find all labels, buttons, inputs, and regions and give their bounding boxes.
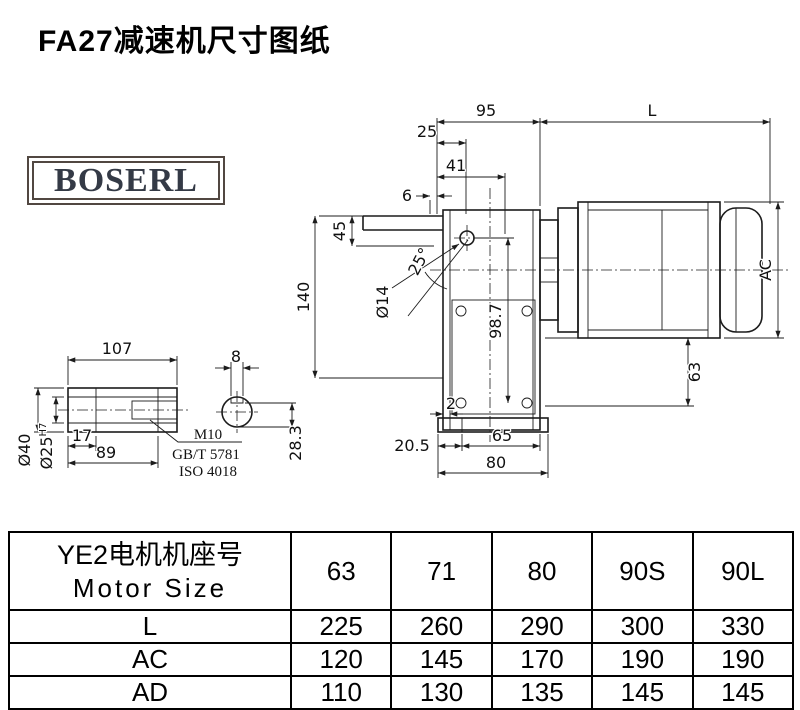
header-motor-size-en: Motor Size — [72, 572, 228, 603]
note-m10: M10 — [194, 427, 222, 443]
note-gbt-5781: GB/T 5781 — [172, 447, 240, 463]
dim-angle-25deg: 25° — [404, 244, 434, 278]
header-frame-71: 71 — [390, 531, 493, 611]
dim-95: 95 — [476, 101, 496, 120]
dim-45: 45 — [330, 221, 349, 241]
cell-L-90s: 300 — [591, 609, 694, 644]
cell-AD-71: 130 — [390, 675, 493, 710]
cell-AD-80: 135 — [490, 675, 594, 710]
header-frame-63: 63 — [289, 531, 393, 611]
dim-AC: AC — [756, 259, 775, 281]
gearbox-dimension-drawing: 95 L 25 41 6 45 140 Ø14 25° 98.7 AC 63 2… — [14, 100, 788, 481]
cell-AD-63: 110 — [289, 675, 393, 710]
header-frame-90l: 90L — [691, 531, 795, 611]
cell-AC-90l: 190 — [691, 642, 795, 677]
cell-L-71: 260 — [390, 609, 493, 644]
note-iso-4018: ISO 4018 — [179, 464, 237, 480]
row-label-L: L — [8, 609, 292, 644]
motor-outline — [430, 188, 788, 442]
dim-98-7: 98.7 — [486, 303, 505, 339]
dim-dia25: Ø25 — [37, 436, 56, 469]
page-title: FA27减速机尺寸图纸 — [38, 25, 331, 58]
cell-AC-71: 145 — [390, 642, 493, 677]
cell-L-80: 290 — [490, 609, 594, 644]
dim-dia25-tolerance: H7 — [38, 423, 49, 437]
dim-80: 80 — [486, 453, 506, 472]
extension-lines — [34, 118, 784, 478]
cell-L-90l: 330 — [691, 609, 795, 644]
dimension-lines — [35, 119, 781, 476]
shaft-end-view — [216, 391, 258, 433]
cell-AC-80: 170 — [490, 642, 594, 677]
boserl-logo-text: BOSERL — [54, 161, 198, 199]
dim-L: L — [648, 101, 657, 120]
dim-28-3: 28.3 — [286, 425, 305, 461]
dim-63: 63 — [685, 362, 704, 382]
header-frame-80: 80 — [490, 531, 594, 611]
dim-140: 140 — [294, 282, 313, 313]
cell-AC-90s: 190 — [591, 642, 694, 677]
dim-65: 65 — [492, 426, 512, 445]
row-label-AC: AC — [8, 642, 292, 677]
dim-dia25-h7: Ø25H7 — [37, 423, 56, 470]
boserl-logo: BOSERL — [27, 156, 225, 205]
row-label-AD: AD — [8, 675, 292, 710]
cell-AD-90s: 145 — [591, 675, 694, 710]
dim-89: 89 — [96, 443, 116, 462]
dim-dia40: Ø40 — [15, 434, 34, 467]
shaft-section-view — [58, 387, 242, 443]
header-motor-size-cn: YE2电机机座号 — [56, 539, 244, 570]
motor-size-table: YE2电机机座号 Motor Size 63 71 80 90S 90L L 2… — [8, 531, 795, 710]
table-row-AD: AD 110 130 135 145 145 — [8, 675, 795, 710]
dim-dia14: Ø14 — [373, 286, 392, 319]
dim-6: 6 — [402, 186, 412, 205]
dim-20-5: 20.5 — [394, 436, 430, 455]
dim-17: 17 — [72, 426, 92, 445]
table-row-L: L 225 260 290 300 330 — [8, 609, 795, 644]
cell-AD-90l: 145 — [691, 675, 795, 710]
dim-2: 2 — [446, 394, 456, 413]
header-frame-90s: 90S — [591, 531, 694, 611]
table-header-row: YE2电机机座号 Motor Size 63 71 80 90S 90L — [8, 531, 795, 611]
dim-8: 8 — [231, 347, 241, 366]
table-row-AC: AC 120 145 170 190 190 — [8, 642, 795, 677]
cell-L-63: 225 — [289, 609, 393, 644]
cell-AC-63: 120 — [289, 642, 393, 677]
dim-107: 107 — [102, 339, 133, 358]
dim-25: 25 — [417, 122, 437, 141]
dim-41: 41 — [446, 156, 466, 175]
header-motor-size: YE2电机机座号 Motor Size — [8, 531, 292, 611]
